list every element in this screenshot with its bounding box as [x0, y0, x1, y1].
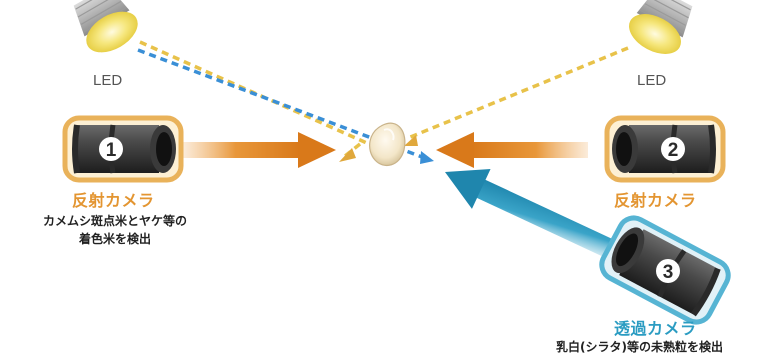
led-right-label: LED [637, 72, 667, 89]
camera-1-number: 1 [106, 140, 117, 161]
arrow-camera-3 [445, 168, 620, 261]
camera-3-label: 透過カメラ [614, 319, 697, 338]
camera-2-number: 2 [668, 140, 679, 161]
led-left-label: LED [93, 72, 123, 89]
camera-1-desc-line2: 着色米を検出 [78, 232, 151, 246]
camera-1-desc-line1: カメムシ斑点米とヤケ等の [42, 214, 187, 228]
camera-1-label: 反射カメラ [72, 191, 155, 210]
beam-left-blue [137, 48, 431, 162]
arrow-camera-1 [183, 132, 336, 168]
light-beams [137, 40, 629, 164]
beam-left-blue-head [420, 151, 434, 164]
beam-left-yellow [139, 40, 379, 150]
arrow-camera-2 [436, 132, 588, 168]
rice-grain [369, 122, 406, 167]
led-right-icon [629, 0, 693, 54]
camera-3-number-badge [656, 259, 680, 283]
camera-3-number: 3 [663, 262, 674, 283]
camera-1-icon: 1 [62, 115, 184, 183]
led-left-icon [73, 0, 138, 53]
camera-2-icon: 2 [604, 115, 726, 183]
camera-3-description: 乳白(シラタ)等の未熟粒を検出 [556, 340, 723, 354]
beam-left-yellow-head [339, 148, 356, 162]
beam-right-yellow-head [404, 135, 418, 146]
camera-1-description: カメムシ斑点米とヤケ等の 着色米を検出 [20, 212, 210, 248]
beam-right-yellow [407, 46, 629, 140]
camera-2-label: 反射カメラ [614, 191, 697, 210]
